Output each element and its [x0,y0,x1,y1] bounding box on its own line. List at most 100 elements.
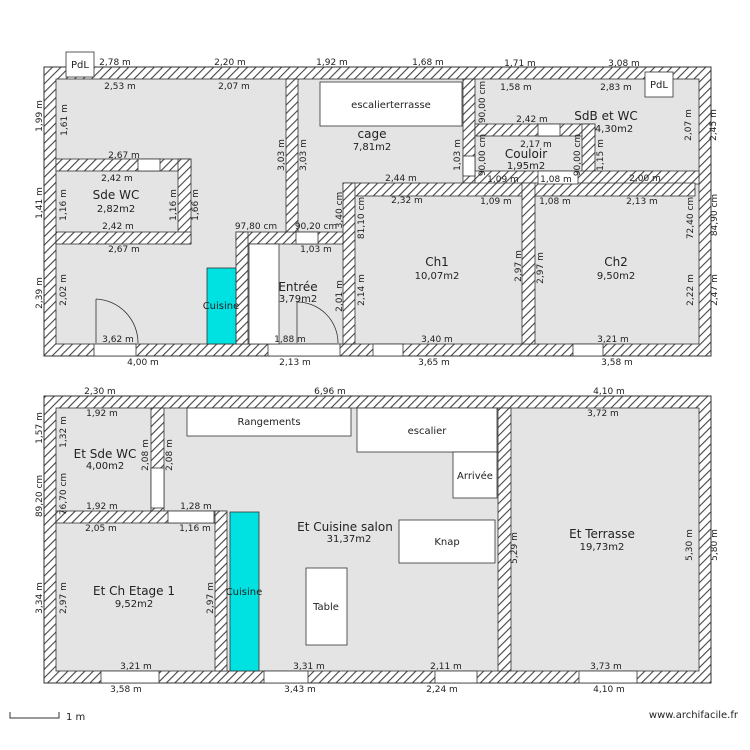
dimension-label: 2,14 m [357,274,367,306]
dimension-label: 2,53 m [104,82,136,92]
ground-dimensions: 2,78 m 2,20 m 1,92 m 1,68 m 1,71 m 3,08 … [35,58,720,368]
pdl-right-label: PdL [650,80,668,91]
dimension-label: 2,97 m [206,582,216,614]
dimension-label: 3,03 m [277,139,287,171]
dimension-label: 1,28 m [180,502,212,512]
dimension-label: 2,01 m [335,280,345,312]
dimension-label: 1,57 m [35,412,45,444]
dimension-label: 3,34 m [35,582,45,614]
dimension-label: 2,07 m [684,109,694,141]
dimension-label: 76,70 cm [59,473,69,515]
dimension-label: 1,16 m [179,524,211,534]
dimension-label: 90,00 cm [478,81,488,123]
dimension-label: 3,03 m [299,139,309,171]
dimension-label: 2,47 m [710,274,720,306]
dimension-label: 2,67 m [108,245,140,255]
room-name: Ch1 [425,255,449,269]
stairs-terrace-label: escalierterrasse [351,100,431,111]
dimension-label: 1,16 m [169,189,179,221]
dimension-label: 1,71 m [504,59,536,69]
room-name: Couloir [505,147,547,161]
dimension-label: 2,42 m [101,174,133,184]
dimension-label: 1,32 m [59,416,69,448]
scale-bar: 1 m [9,712,85,723]
dimension-label: 2,24 m [426,685,458,695]
dimension-label: 2,67 m [108,151,140,161]
dimension-label: 1,08 m [539,197,571,207]
room-area: 19,73m2 [580,542,625,553]
dimension-label: 81,10 cm [357,197,367,239]
room-name: Et Ch Etage 1 [93,584,175,598]
ground-interior-walls [55,78,700,345]
dimension-label: 1,92 m [86,502,118,512]
dimension-label: 1,09 m [480,197,512,207]
dimension-label: 3,43 m [284,685,316,695]
room-area: 4,00m2 [86,461,124,472]
room-area: 31,37m2 [327,534,372,545]
dimension-label: 3,73 m [590,662,622,672]
dimension-label: 1,58 m [500,83,532,93]
stairs-terrace [319,81,463,127]
dimension-label: 2,02 m [59,274,69,306]
ground-floor: escalierterrasse Cuisine PdL PdL cage 7,… [43,51,712,357]
stairs-upper-label: escalier [408,426,448,437]
kitchen-counter-upper [229,511,260,672]
dimension-label: 89,20 cm [35,475,45,517]
dimension-label: 2,00 m [629,174,661,184]
pdl-box-right [644,71,674,98]
room-area: 4,30m2 [595,124,633,135]
dimension-label: 1,41 m [35,187,45,219]
dimension-label: 2,97 m [59,582,69,614]
pdl-left-label: PdL [71,60,89,71]
room-name: Et Terrasse [569,527,635,541]
knap-sofa [398,519,496,564]
dimension-label: 2,32 m [391,196,423,206]
dimension-label: 1,92 m [316,58,348,68]
upper-dimensions: 2,30 m 6,96 m 4,10 m 1,92 m 3,72 m 1,57 … [35,387,720,695]
dimension-label: 3,40 m [421,335,453,345]
storage-label: Rangements [237,417,300,428]
kitchen-counter-ground [206,267,237,345]
dimension-label: 3,58 m [110,685,142,695]
dimension-label: 3,40 cm [335,192,345,229]
room-area: 1,95m2 [507,161,545,172]
dimension-label: 97,80 cm [235,222,277,232]
dimension-label: 3,72 m [587,409,619,419]
dimension-label: 2,30 m [84,387,116,397]
room-name: Sde WC [93,188,140,202]
room-area: 10,07m2 [415,271,460,282]
scale-label: 1 m [66,712,85,723]
pdl-box-left [65,51,95,78]
dimension-label: 2,17 m [520,140,552,150]
dimension-label: 1,92 m [86,409,118,419]
room-name: Entrée [278,280,317,294]
arrival-box [452,451,498,499]
room-area: 9,52m2 [115,599,153,610]
dimension-label: 4,10 m [593,685,625,695]
dimension-label: 2,42 m [102,222,134,232]
upper-room-labels: Et Sde WC 4,00m2 Et Cuisine salon 31,37m… [74,447,635,610]
room-area: 9,50m2 [597,271,635,282]
upper-openings [100,467,638,684]
dimension-label: 1,61 m [60,104,70,136]
dimension-label: 1,03 m [300,245,332,255]
ground-door-swings [95,298,339,344]
room-area: 2,82m2 [97,204,135,215]
entry-closet [248,243,280,345]
dimension-label: 2,13 m [279,358,311,368]
dimension-label: 1,66 m [191,189,201,221]
dimension-label: 1,09 m [487,175,519,185]
dimension-label: 2,97 m [536,252,546,284]
dimension-label: 84,90 cm [710,194,720,236]
dimension-label: 3,58 m [601,358,633,368]
dimension-label: 2,11 m [430,662,462,672]
dimension-label: 5,29 m [510,532,520,564]
dimension-label: 2,97 m [514,250,524,282]
dimension-label: 1,88 m [274,335,306,345]
dimension-label: 3,08 m [608,59,640,69]
table-label: Table [312,602,339,613]
room-name: cage [358,127,387,141]
dimension-label: 90,00 cm [573,134,583,176]
dimension-label: 90,00 cm [478,134,488,176]
